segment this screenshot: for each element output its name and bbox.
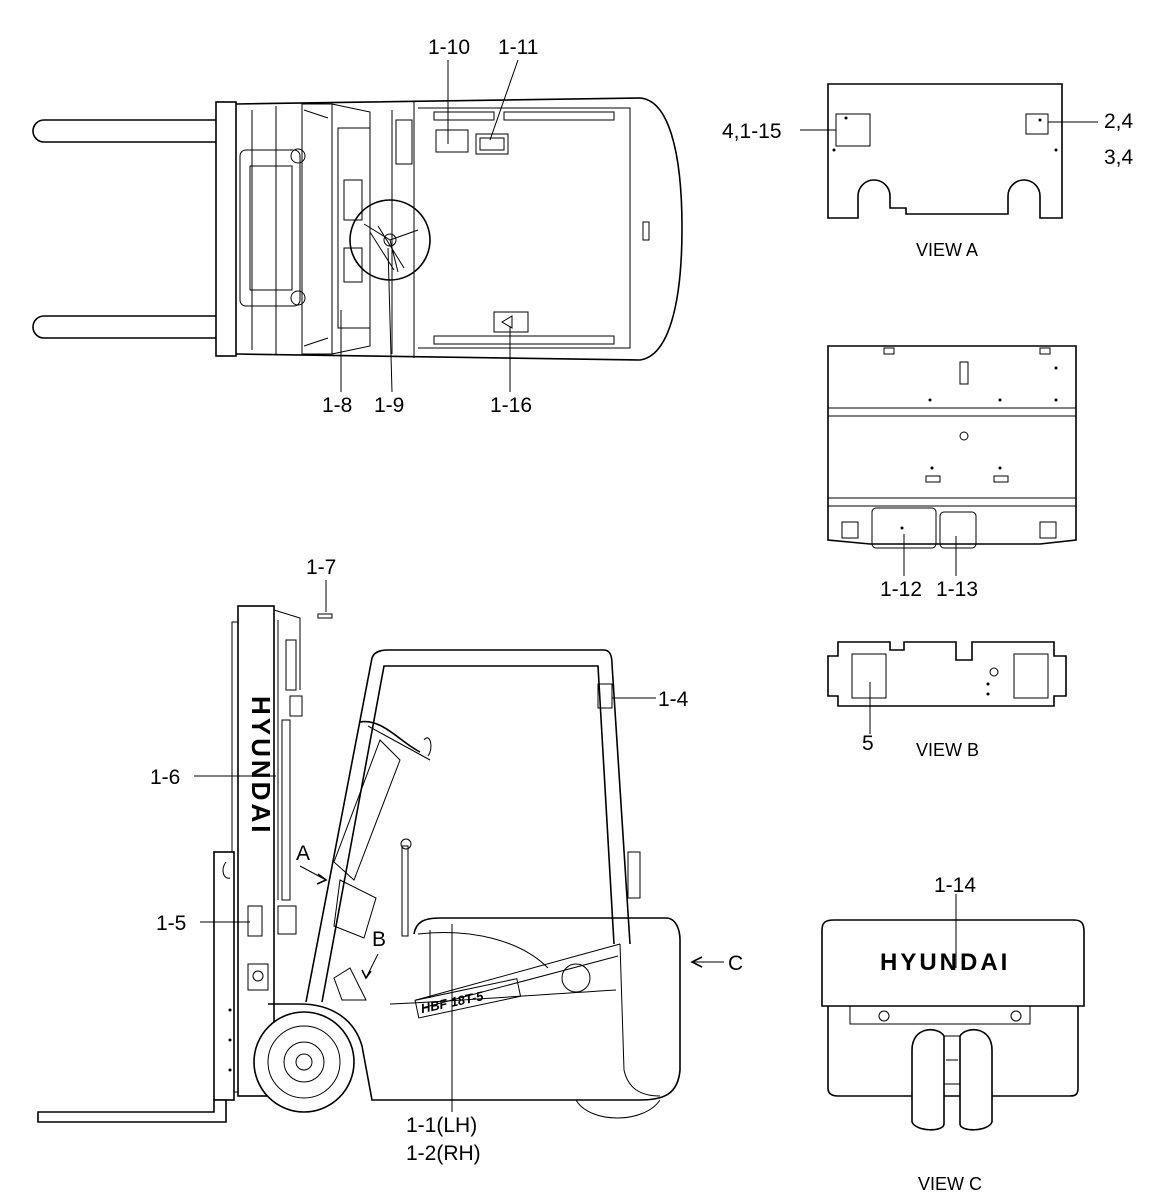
callout-1-4: 1-4 xyxy=(658,688,689,711)
callout-1-6: 1-6 xyxy=(150,766,180,789)
forklift-side-view: HYUNDAI HBF 18T-5 xyxy=(37,580,724,1123)
decal-1-10 xyxy=(435,129,469,153)
callout-1-13: 1-13 xyxy=(936,578,978,601)
decal-5 xyxy=(851,653,887,699)
rear-plate-view xyxy=(827,345,1077,576)
decal-1-16 xyxy=(493,311,529,333)
callout-3-4: 3,4 xyxy=(1104,146,1134,169)
view-c-rear: HYUNDAI xyxy=(821,894,1085,1131)
view-c-caption: VIEW C xyxy=(918,1174,982,1194)
counterweight-brand-logo: HYUNDAI xyxy=(880,949,1010,976)
callout-1-1-lh: 1-1(LH) xyxy=(406,1114,477,1137)
view-b-caption: VIEW B xyxy=(916,740,979,760)
callout-4-1-15: 4,1-15 xyxy=(722,120,782,143)
view-marker-b: B xyxy=(372,928,386,951)
view-b-panel xyxy=(827,641,1067,734)
decal-4-1-15 xyxy=(835,113,871,147)
decal-1-7 xyxy=(317,613,333,619)
callout-1-16: 1-16 xyxy=(490,394,532,417)
callout-1-2-rh: 1-2(RH) xyxy=(406,1142,481,1165)
decal-2-4 xyxy=(1025,113,1049,135)
view-marker-a: A xyxy=(296,842,310,865)
callout-1-10: 1-10 xyxy=(428,36,470,59)
view-a-panel xyxy=(800,83,1098,219)
decal-1-5 xyxy=(247,905,263,937)
view-a-caption: VIEW A xyxy=(916,240,978,260)
callout-1-11: 1-11 xyxy=(498,36,538,59)
forklift-top-view xyxy=(32,59,683,393)
callout-5: 5 xyxy=(862,732,874,755)
callout-1-9: 1-9 xyxy=(374,394,404,417)
callout-2-4: 2,4 xyxy=(1104,110,1134,133)
decal-1-13 xyxy=(939,511,977,549)
view-marker-c: C xyxy=(728,952,743,975)
callout-1-12: 1-12 xyxy=(880,578,922,601)
callout-1-7: 1-7 xyxy=(306,556,336,579)
decal-1-4 xyxy=(597,683,613,709)
callout-1-14: 1-14 xyxy=(934,874,976,897)
decal-1-11 xyxy=(475,133,509,155)
mast-brand-logo: HYUNDAI xyxy=(246,696,276,835)
callout-1-5: 1-5 xyxy=(156,912,186,935)
callout-1-8: 1-8 xyxy=(322,394,352,417)
